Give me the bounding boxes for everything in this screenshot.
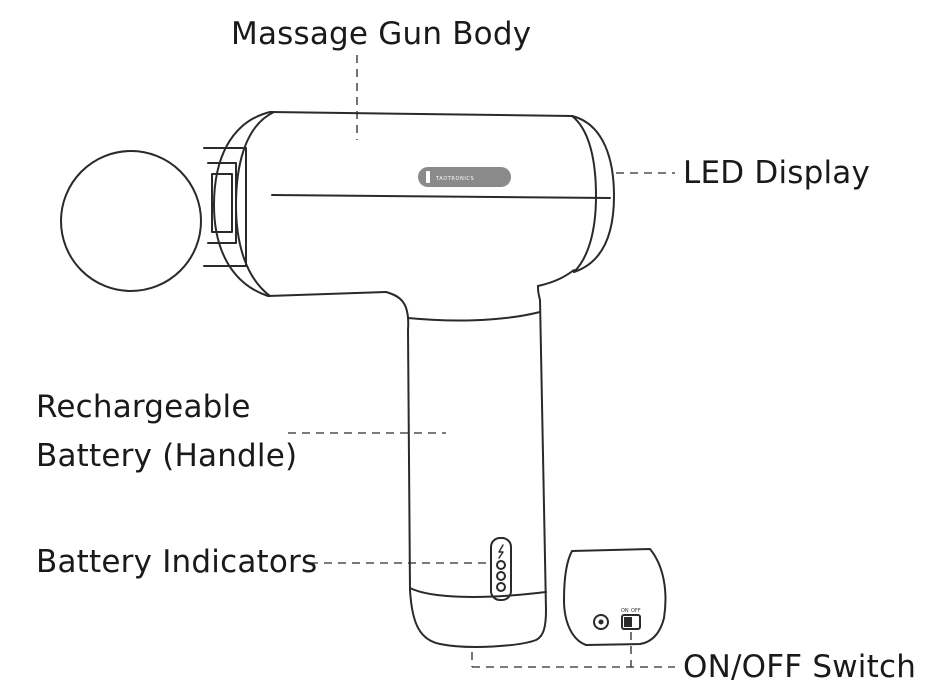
switch-slider (624, 617, 632, 627)
battery-indicator-strip (490, 537, 512, 601)
label-rechargeable: Rechargeable (36, 389, 251, 425)
handle-joint (407, 311, 541, 322)
rear-cap-outer (571, 115, 615, 273)
indicator-led-3 (496, 582, 506, 592)
switch-on-text: ON (621, 608, 629, 614)
body-front-rim-inner (235, 111, 275, 297)
body-top (269, 111, 573, 117)
body-front-rim (213, 111, 271, 297)
handle-outline (385, 285, 547, 648)
body-bottom-back (537, 269, 575, 287)
label-massage-gun-body: Massage Gun Body (231, 16, 532, 52)
charge-icon (498, 544, 504, 559)
label-led-display: LED Display (683, 155, 871, 191)
label-on-off-switch: ON/OFF Switch (683, 649, 917, 685)
handle-bottom-cap (409, 587, 547, 598)
label-battery-handle: Battery (Handle) (36, 438, 298, 474)
bottom-panel (563, 548, 667, 646)
brand-logo-text: TAOTRONICS (435, 176, 474, 182)
rear-cap-inner (571, 115, 597, 273)
brand-badge (418, 167, 511, 187)
label-battery-indicators: Battery Indicators (36, 544, 318, 580)
indicator-led-2 (496, 571, 506, 581)
switch-housing (621, 614, 641, 630)
shaft-ring (211, 173, 233, 233)
massage-ball-head (60, 150, 202, 292)
body-seam (271, 194, 611, 199)
switch-off-text: OFF (631, 608, 641, 614)
indicator-led-1 (496, 560, 506, 570)
charging-port (593, 614, 609, 630)
body-bottom-front (267, 291, 387, 297)
